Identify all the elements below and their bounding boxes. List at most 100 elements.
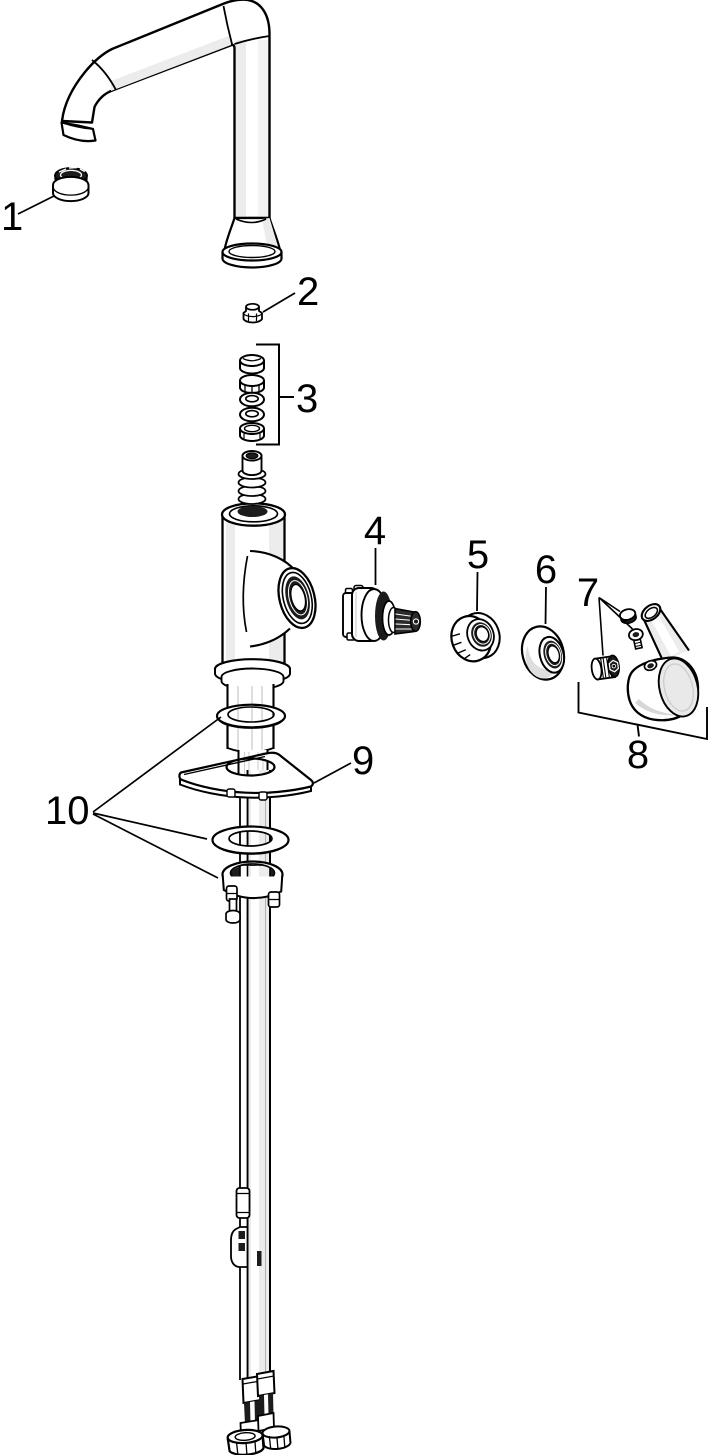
sleeve-screw	[590, 654, 620, 681]
lever-edges	[641, 606, 690, 663]
plate-top-face	[178, 751, 315, 795]
mount-ring-a-thickness	[217, 719, 285, 729]
spout-tube	[60, 0, 271, 220]
crimp-sleeve-right-line	[257, 1375, 275, 1380]
main-pipe-tick	[257, 1251, 262, 1266]
ring-nut-bore	[475, 626, 490, 643]
callouts: 1 2 3 4 5 6 7 8 9 10	[1, 195, 708, 879]
pipe-clip-lines	[237, 1192, 249, 1214]
lever-top-opening	[640, 603, 662, 622]
part-label-4: 4	[364, 509, 386, 553]
part-label-7: 7	[577, 571, 599, 615]
plate-edge-line	[183, 755, 266, 776]
hex-nut-left	[226, 1428, 265, 1455]
cap-bore	[547, 645, 560, 664]
crimp-sleeve-right	[255, 1369, 276, 1398]
mount-ring-a-fill	[217, 704, 285, 728]
part-label-6: 6	[535, 548, 557, 592]
handle-front-disc	[657, 657, 700, 718]
plate-tab-right	[258, 791, 268, 801]
spout-cone-shade	[262, 218, 279, 250]
spout-outlet-seam	[61, 121, 94, 130]
cartridge-part-4	[342, 584, 422, 642]
stack-nut-top	[239, 374, 265, 387]
shank-sides-lower	[226, 726, 275, 749]
cap-part-6	[520, 625, 566, 681]
part-label-3: 3	[296, 377, 318, 421]
spout-riser-shade-right	[258, 40, 268, 216]
o-ring-1-inner	[245, 394, 260, 403]
washer-ring-inner	[228, 830, 273, 847]
collar-tab-lines	[227, 892, 279, 901]
part-bracket-8	[577, 682, 708, 741]
collar-screw-foot	[225, 909, 241, 924]
ring-nut-notches	[451, 633, 471, 660]
stack-ring-hole	[243, 424, 261, 433]
nipple-bore	[245, 452, 259, 460]
part-label-10: 10	[45, 789, 90, 833]
washer-ring-thickness	[214, 844, 287, 855]
mount-ring-a-outer	[215, 703, 287, 729]
hose-dark-left-highlight	[250, 1401, 255, 1423]
spout-seam-arm-right	[222, 5, 233, 45]
pipe-fittings	[226, 1187, 292, 1455]
part-leader-10	[92, 716, 222, 879]
stack-cap-detail	[242, 357, 262, 362]
spout-cone-seam	[235, 218, 267, 224]
spout-seam-left-bend	[91, 59, 117, 91]
part-leader-5	[476, 571, 479, 612]
stack-ring-top	[239, 422, 265, 435]
faucet-body	[213, 450, 317, 691]
aerator-flange	[52, 175, 90, 203]
mount-ring-a-inner	[227, 706, 275, 723]
nut-top	[245, 302, 260, 311]
stack-nut-facets	[244, 384, 260, 393]
port-bore	[290, 583, 307, 612]
spout-cone-rim-inner	[228, 244, 276, 259]
nut-collar-line	[242, 313, 263, 318]
part-label-2: 2	[297, 270, 319, 314]
o-ring-2-shade	[240, 417, 264, 422]
stack-ring-facets	[243, 431, 261, 439]
shank-highlights	[237, 686, 263, 750]
pipe-connector-dark-1	[238, 1231, 245, 1239]
collar-pipe-highlight	[251, 866, 259, 884]
base-plate-part-9	[178, 751, 315, 801]
nut-facets	[247, 313, 258, 321]
part-bracket-3	[256, 343, 294, 446]
spout-outlet-band	[60, 121, 97, 143]
aerator-knurl-marks	[58, 166, 86, 173]
o-ring-1-shade	[240, 402, 264, 407]
faucet-spout	[60, 0, 283, 269]
spout-riser-shade-left	[236, 40, 246, 216]
part-label-9: 9	[352, 739, 374, 783]
part-leader-6	[544, 586, 547, 625]
part-label-1: 1	[1, 195, 23, 239]
port-rim	[277, 566, 317, 630]
set-screw	[628, 628, 644, 650]
part-leader-1	[17, 195, 55, 215]
o-ring-2-inner	[245, 409, 260, 418]
port-saddle-line	[242, 555, 249, 633]
port-cone-bottom-edge	[249, 627, 291, 648]
spout-arm-shade	[111, 35, 231, 91]
thin-pipe-fill	[240, 790, 248, 1380]
collar-pipe-thin	[240, 866, 248, 884]
lever-highlight	[648, 610, 680, 656]
screws-part-7	[590, 608, 644, 681]
body-shade-left	[226, 520, 235, 668]
part-label-5: 5	[467, 533, 489, 577]
threaded-nipple	[237, 450, 267, 505]
cartridge-stem-splines	[395, 613, 414, 630]
hose-dark-right-highlight	[264, 1394, 269, 1416]
aerator-part-1	[52, 166, 90, 203]
pipe-clip	[235, 1187, 251, 1219]
coupling-nut-part-2	[242, 302, 263, 324]
plate-tab-left	[226, 788, 236, 798]
port-thread-line	[287, 580, 309, 616]
cartridge-stem-center	[412, 618, 420, 625]
handle-part-8	[626, 603, 700, 722]
sleeve-hex-socket	[608, 659, 620, 673]
part-leader-2	[262, 292, 296, 313]
